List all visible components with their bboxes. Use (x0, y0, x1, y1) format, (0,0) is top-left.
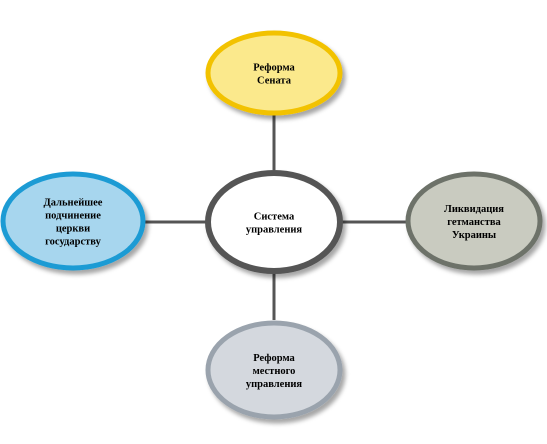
node-local-government-reform-ellipse (205, 320, 343, 420)
node-senate-reform-ellipse (205, 30, 343, 116)
connectors (144, 112, 408, 320)
node-hetmanate-liquidation-label-line: Ликвидация (444, 204, 504, 215)
node-local-government-reform-label-line: управления (246, 379, 303, 390)
node-church-subordination-ellipse (0, 171, 146, 271)
node-local-government-reform-label-line: местного (253, 366, 296, 377)
node-local-government-reform-label-line: Реформа (253, 353, 295, 364)
node-local-government-reform: Реформа местного управления (205, 320, 343, 420)
center-node-label-line: управления (246, 225, 303, 236)
center-node-label: Система управления (246, 212, 303, 236)
center-node: Система управления (205, 170, 343, 274)
node-church-subordination-label-line: государству (45, 237, 101, 248)
node-hetmanate-liquidation-label-line: Украины (452, 230, 496, 241)
node-hetmanate-liquidation-ellipse (405, 171, 543, 271)
node-church-subordination-label: Дальнейшее подчинение церкви государству (44, 198, 103, 248)
node-local-government-reform-label: Реформа местного управления (246, 353, 303, 390)
node-church-subordination: Дальнейшее подчинение церкви государству (0, 171, 146, 271)
node-church-subordination-label-line: подчинение (45, 211, 101, 222)
node-senate-reform-label-line: Реформа (253, 63, 295, 74)
node-senate-reform-label-line: Сената (257, 76, 292, 87)
center-node-label-line: Система (254, 212, 295, 223)
node-hetmanate-liquidation-label-line: гетманства (447, 217, 501, 228)
center-node-ellipse (205, 170, 343, 274)
node-church-subordination-label-line: церкви (56, 224, 90, 235)
node-church-subordination-label-line: Дальнейшее (44, 198, 103, 209)
